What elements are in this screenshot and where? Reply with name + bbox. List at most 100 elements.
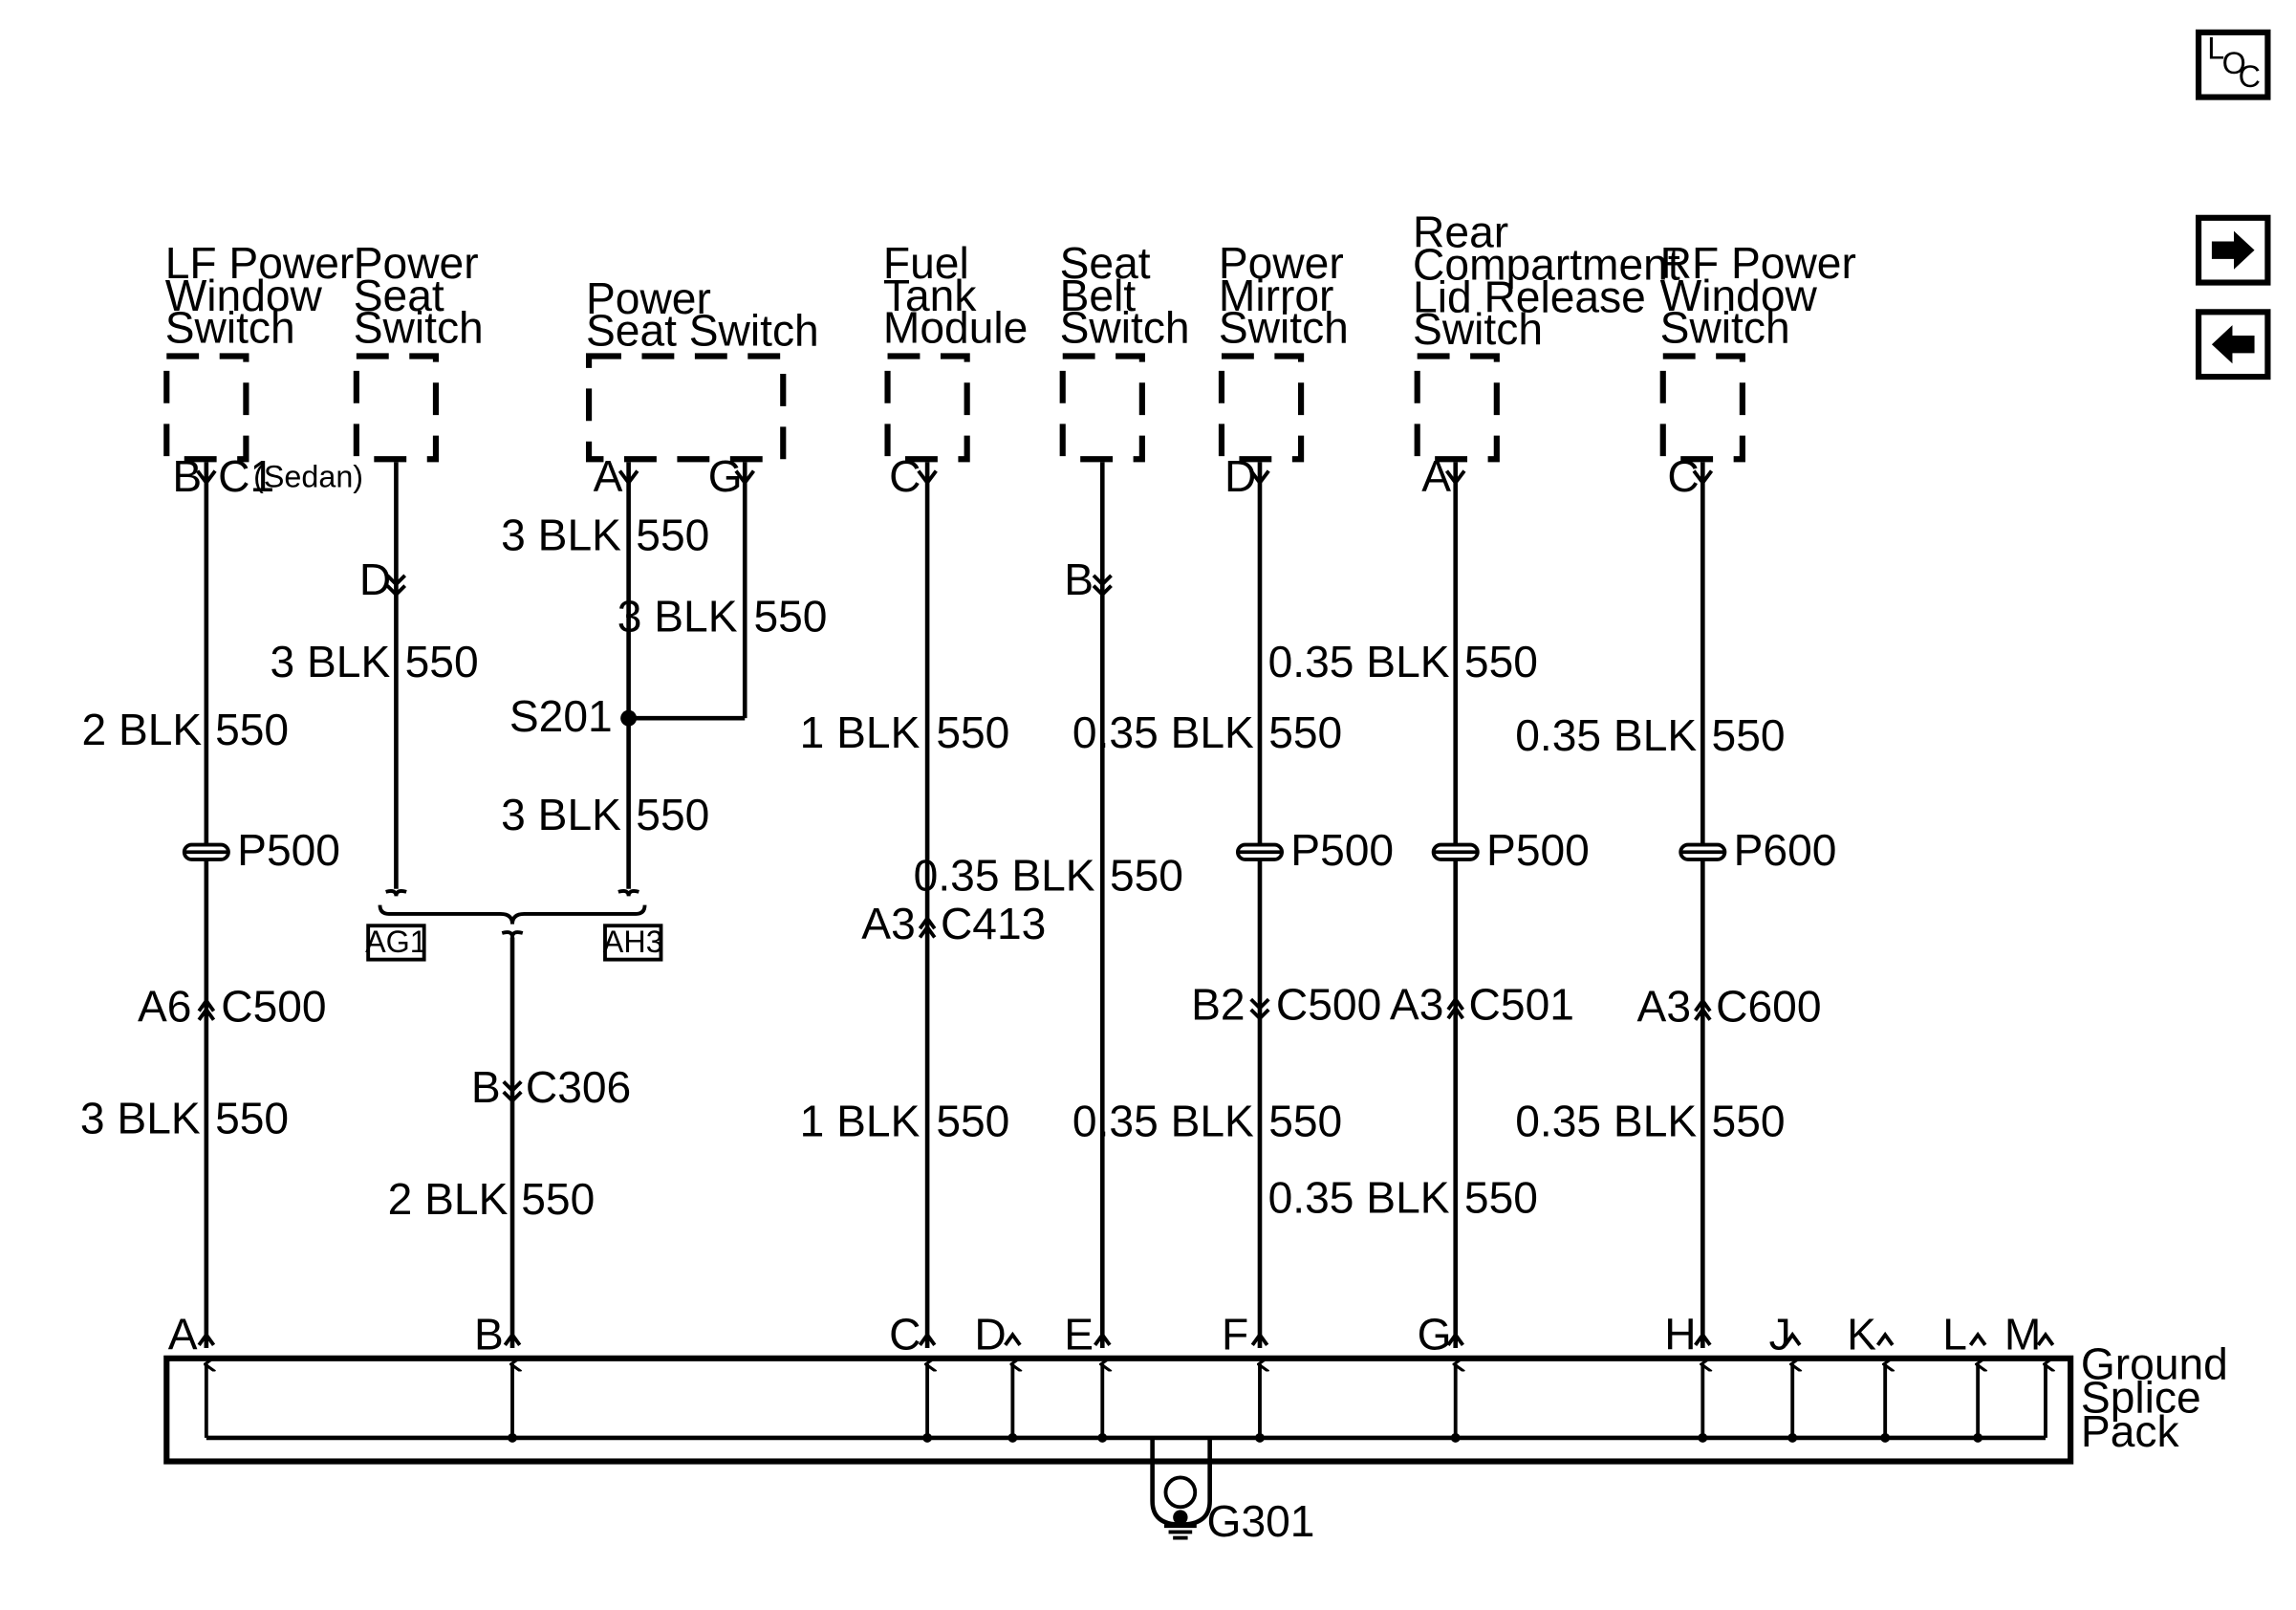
component-title-line: Switch (165, 303, 295, 353)
wire-label: 3 BLK (80, 1093, 201, 1142)
wire-label: 3 BLK (501, 511, 621, 560)
component-title-line: Switch (1219, 303, 1349, 353)
pin-label: D (359, 555, 391, 604)
wire-circuit: 550 (215, 705, 289, 754)
pack-terminal-symbol (2036, 1331, 2055, 1347)
ground-splice-pack-label: Splice (2081, 1373, 2201, 1423)
pack-terminal-symbol (1446, 1331, 1464, 1347)
component-title-line: Power (586, 273, 711, 323)
component-title-line: Window (1660, 271, 1818, 320)
pack-junction-dot (1698, 1432, 1708, 1443)
pack-junction-dot (922, 1432, 933, 1443)
pack-junction-dot (1007, 1432, 1018, 1443)
component-title-line: Compartment (1413, 239, 1680, 289)
component-box (1218, 353, 1305, 463)
passthrough-label: P500 (1486, 825, 1590, 875)
pack-terminal-symbol (1094, 1331, 1112, 1347)
pin-label: C1 (218, 451, 274, 501)
component-title-line: RF Power (1660, 238, 1856, 288)
pack-terminal-symbol (1250, 1331, 1269, 1347)
component-title-line: Mirror (1219, 271, 1333, 320)
pack-junction-dot (1973, 1432, 1983, 1443)
component-power-seat-switch-1: Power Seat Switch (353, 238, 484, 463)
wire-circuit: 550 (521, 1174, 595, 1224)
pack-pin-label: L (1942, 1310, 1967, 1360)
component-title-line: Seat (1060, 238, 1151, 288)
wire-label: 0.35 BLK (1515, 710, 1697, 760)
component-seat-belt-switch: Seat Belt Switch (1059, 238, 1190, 463)
pin-label: C (1667, 451, 1699, 501)
pin-label: B (172, 451, 202, 501)
arrow-right-icon[interactable] (2195, 214, 2271, 286)
pack-junction-dot (1880, 1432, 1891, 1443)
wire-circuit: 550 (1268, 1096, 1342, 1145)
component-title-line: Seat (354, 271, 444, 320)
wire-label: 0.35 BLK (914, 850, 1095, 900)
pack-junction-dot (508, 1432, 517, 1443)
pin-label: A (594, 451, 623, 501)
connector-label: C501 (1469, 980, 1574, 1030)
passthrough-label: P600 (1734, 825, 1837, 875)
wire-label: 0.35 BLK (1072, 1096, 1254, 1145)
connector-label: C500 (1276, 980, 1381, 1030)
wire-label: 0.35 BLK (1072, 707, 1254, 757)
loc-letter-l: L (2207, 32, 2224, 66)
pack-junction-dot (1255, 1432, 1265, 1443)
passthrough-symbol (1431, 842, 1480, 861)
component-title-line: Power (1219, 238, 1344, 288)
ground-splice-pack-internals (206, 1364, 2046, 1443)
loc-icon[interactable]: L O C (2195, 29, 2271, 100)
component-box (353, 353, 440, 463)
splice-dot (620, 709, 638, 727)
passthrough-label: P500 (1290, 825, 1394, 875)
pack-junction-dot (1450, 1432, 1461, 1443)
passthrough-symbol (1235, 842, 1285, 861)
pack-terminal-symbol (1783, 1331, 1802, 1347)
component-rear-compartment-lid-release-switch: Rear Compartment Lid Release Switch (1413, 207, 1680, 463)
arrow-left-icon[interactable] (2195, 309, 2271, 381)
double-female-terminal-symbol (1092, 574, 1113, 598)
double-female-terminal-symbol (1249, 997, 1270, 1021)
wire-label: 3 BLK (271, 637, 391, 686)
option-bracket (378, 904, 647, 925)
wire-circuit: 550 (1712, 1096, 1786, 1145)
wire-circuit: 550 (636, 511, 709, 560)
wire-label: 0.35 BLK (1268, 1172, 1450, 1222)
connector-pin-label: A3 (1637, 981, 1691, 1031)
pack-terminal-symbol (1968, 1331, 1987, 1347)
wire-label: 3 BLK (617, 591, 738, 641)
option-tag-label: AG1 (365, 925, 427, 959)
component-fuel-tank-module: Fuel Tank Module (883, 238, 1028, 463)
wire-label: 0.35 BLK (1268, 637, 1450, 686)
component-rf-power-window-switch: RF Power Window Switch (1660, 238, 1856, 463)
pack-terminal-symbol (1875, 1331, 1895, 1347)
component-box (163, 353, 249, 463)
ground-splice-pack-box (163, 1355, 2074, 1465)
ground-splice-pack-label: Pack (2081, 1406, 2180, 1456)
component-title-line: Window (165, 271, 323, 320)
pack-pin-label: D (974, 1310, 1006, 1360)
wire-circuit: 550 (405, 637, 479, 686)
pin-label: D (1224, 451, 1256, 501)
component-box (585, 353, 787, 463)
pack-pin-label: H (1664, 1310, 1696, 1360)
passthrough-symbol (182, 842, 230, 861)
pack-pin-label: C (889, 1310, 921, 1360)
pack-junction-dot (1097, 1432, 1108, 1443)
loc-letter-c: C (2239, 59, 2261, 94)
component-title-line: Switch (354, 303, 484, 353)
male-terminal-symbol (918, 915, 937, 939)
pack-terminal-symbol (503, 1331, 522, 1347)
ground-label: G301 (1207, 1496, 1315, 1546)
component-title-line: Switch (1413, 304, 1543, 354)
pin-label: B (1064, 555, 1094, 604)
pack-pin-label: K (1847, 1310, 1876, 1360)
male-terminal-symbol (1446, 995, 1464, 1020)
pin-label: C (889, 451, 921, 501)
pack-pin-label: E (1064, 1310, 1094, 1360)
connector-label: C413 (941, 899, 1046, 948)
wire-circuit: 550 (936, 1096, 1009, 1145)
wire-circuit: 550 (636, 790, 709, 839)
